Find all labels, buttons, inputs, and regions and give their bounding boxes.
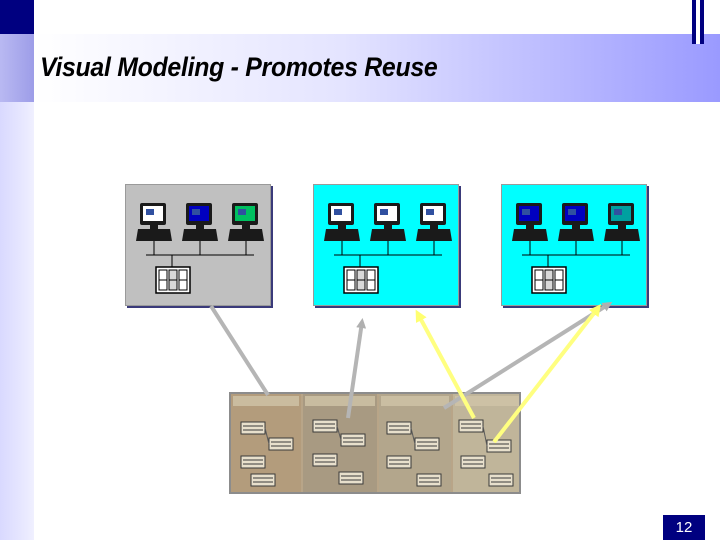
diagram-component-box (268, 437, 294, 451)
workstation-icon (558, 203, 594, 255)
workstation-icon (324, 203, 360, 255)
diagram-component-box (386, 421, 412, 435)
diagram-component-box (250, 473, 276, 487)
diagram-component-box (414, 437, 440, 451)
title-band-left-block (0, 34, 34, 102)
workstation-icon (182, 203, 218, 255)
cyan-network-panel-right (501, 184, 647, 306)
workstation-icon (136, 203, 172, 255)
diagram-component-box (416, 473, 442, 487)
server-icon (343, 266, 379, 294)
workstation-icon (604, 203, 640, 255)
diagram-component-box (458, 419, 484, 433)
cyan-network-panel-middle (313, 184, 459, 306)
page-number-badge: 12 (663, 515, 705, 540)
diagram-component-box (240, 421, 266, 435)
diagram-component-box (460, 455, 486, 469)
workstation-icon (416, 203, 452, 255)
server-icon (155, 266, 191, 294)
diagram-component-box (312, 453, 338, 467)
diagram-component-box (486, 439, 512, 453)
server-icon (531, 266, 567, 294)
workstation-icon (512, 203, 548, 255)
diagram-component-box (386, 455, 412, 469)
diagram-component-box (340, 433, 366, 447)
top-right-navy-bar (692, 0, 704, 44)
title-band (34, 34, 720, 102)
diagram-component-box (488, 473, 514, 487)
workstation-icon (370, 203, 406, 255)
diagram-component-box (240, 455, 266, 469)
workstation-icon (228, 203, 264, 255)
diagram-component-box (312, 419, 338, 433)
diagram-component-box (338, 471, 364, 485)
gray-network-panel (125, 184, 271, 306)
component-diagram-image (229, 392, 521, 494)
top-left-navy-square (0, 0, 34, 34)
slide-title: Visual Modeling - Promotes Reuse (40, 52, 438, 82)
gray-arrow-left (209, 304, 270, 397)
